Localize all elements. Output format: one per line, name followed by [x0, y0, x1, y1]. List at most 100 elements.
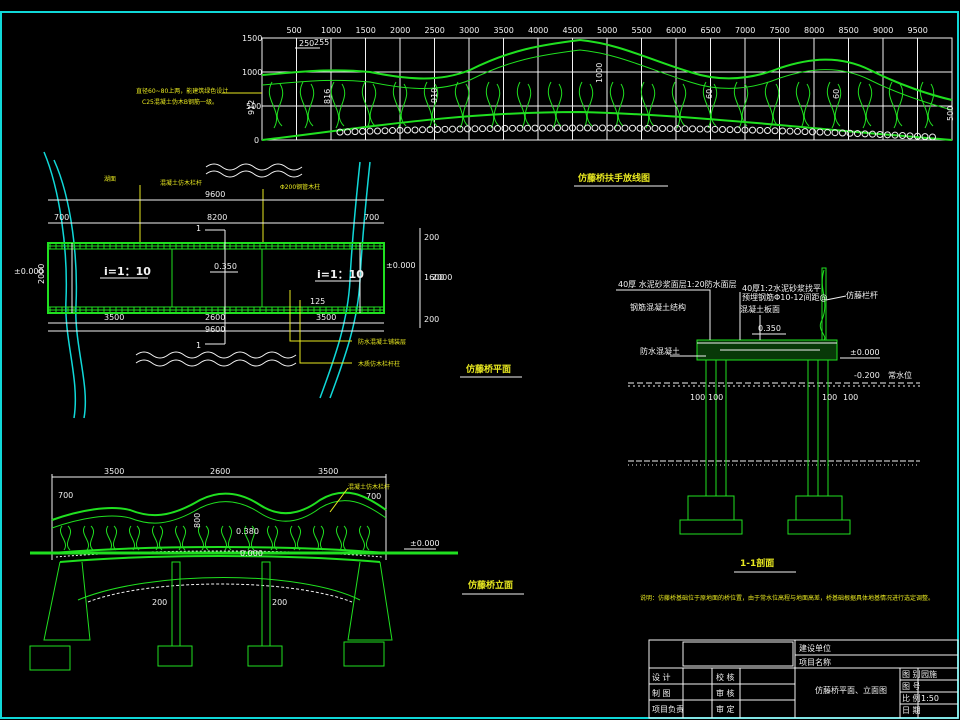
elev-arch-inner: [87, 583, 353, 603]
tb-value-scale: 1:50: [921, 694, 939, 703]
dim-9600-top: 9600: [205, 190, 225, 199]
section-dim-d: 100: [843, 393, 858, 402]
bead: [426, 126, 434, 134]
bead: [554, 124, 561, 132]
elev-vine: [60, 525, 72, 551]
bead: [516, 124, 524, 132]
elev-callout-leader: [329, 487, 349, 513]
plan-title: 仿藤桥平面: [466, 363, 511, 375]
callout-b-leader: [299, 300, 352, 364]
section-note-4: 钢筋混凝土结构: [630, 302, 686, 312]
bead: [389, 127, 396, 135]
bead: [876, 131, 884, 139]
section-footing-left: [687, 495, 735, 521]
footing-mid-left: [157, 645, 193, 667]
section-dim-c: 100: [822, 393, 837, 402]
bead: [539, 124, 546, 132]
pier-mid-right: [261, 561, 271, 647]
bead: [351, 128, 359, 136]
scale-label: 3500: [494, 26, 514, 35]
scale-label: 7000: [735, 26, 755, 35]
elev-dim-2600: 2600: [210, 467, 230, 476]
handrail-vine-loops: [268, 81, 935, 129]
tb-label-category: 图 别: [902, 670, 921, 679]
elev-dim-3500b: 3500: [318, 467, 338, 476]
vine-loop: [671, 81, 687, 129]
dim-125: 125: [310, 297, 325, 306]
elev-rail-mid: [51, 500, 387, 529]
elev-vine: [106, 525, 118, 551]
vine-loop: [268, 81, 284, 129]
scale-label: 6000: [666, 26, 686, 35]
elev-dim-200b: 200: [272, 598, 287, 607]
section-note-6: 防水混凝土: [640, 346, 680, 356]
bridge-deck-inner: [47, 248, 385, 308]
scale-label: 1000: [321, 26, 341, 35]
vine-loop: [795, 81, 811, 129]
vine-loop: [702, 81, 718, 129]
handrail-bead-row: [336, 124, 936, 141]
slope-left: i=1：10: [104, 265, 151, 278]
elev-vine: [313, 525, 325, 551]
dim-700-right: 700: [364, 213, 379, 222]
callout-b: 木质仿木栏杆柱: [358, 360, 400, 368]
vine-loop: [485, 81, 501, 129]
scale-label: 2500: [425, 26, 445, 35]
water-wave-top2: [205, 170, 303, 178]
elev-vine: [267, 525, 279, 551]
bead: [674, 125, 681, 133]
bead: [344, 128, 351, 136]
plan-dim-h200b: 200: [424, 315, 439, 324]
dim-60b: 60: [832, 89, 841, 99]
tb-row-lead: 项目负责: [652, 704, 684, 714]
bead: [809, 128, 816, 136]
tb-blank-box: [682, 641, 794, 667]
bead: [599, 124, 606, 132]
scale-label: 8000: [804, 26, 824, 35]
bead: [501, 124, 509, 132]
bead: [906, 132, 914, 140]
handrail-top-curve: [261, 38, 953, 101]
tb-label-scale: 比 例: [902, 693, 921, 703]
bead: [591, 124, 599, 132]
bead: [861, 130, 869, 138]
bead: [546, 124, 554, 132]
footing-right: [343, 641, 385, 667]
bead: [456, 125, 464, 133]
section-dim-a: 100: [690, 393, 705, 402]
elev-dim-700a: 700: [58, 491, 73, 500]
plan-view: 湖面 混凝土仿木栏杆 Φ200钢管木柱 9600 700 8200 700 i=…: [14, 151, 522, 419]
section-dim-b: 100: [708, 393, 723, 402]
y-label-500: 500: [246, 102, 261, 111]
bead: [756, 126, 764, 134]
bead: [411, 126, 419, 134]
plan-dim-h200a: 200: [424, 233, 439, 242]
section-title: 1-1剖面: [740, 557, 774, 569]
bead: [659, 124, 666, 132]
bead: [914, 132, 921, 140]
bead: [824, 128, 831, 136]
bead: [531, 124, 539, 132]
bead: [771, 127, 779, 135]
section-mark-top: 1: [196, 224, 201, 233]
scale-label: 6500: [701, 26, 721, 35]
tb-row-draw: 制 图: [652, 688, 671, 698]
bead: [569, 124, 576, 132]
footnote: 说明：仿藤桥基础位于原地面的桥位置，由于常水位高程与地面高差，桥基础根据具体地基…: [640, 594, 934, 602]
plan-elev-right: ±0.000: [386, 261, 416, 270]
bead: [419, 126, 426, 134]
vine-loop: [547, 81, 563, 129]
tb-label-number: 图 号: [902, 682, 921, 691]
tb-row-review: 审 核: [716, 688, 735, 698]
bead: [509, 124, 516, 132]
dim-2600: 2600: [205, 313, 225, 322]
section-note-2: 40厚1:2水泥砂浆找平: [742, 283, 821, 293]
vine-loop: [919, 81, 935, 129]
section-railing-vine: [819, 269, 826, 341]
bead: [921, 133, 929, 141]
vine-loop: [516, 81, 532, 129]
tb-row-check: 校 核: [716, 672, 735, 682]
bead: [381, 127, 389, 135]
elev-rail-top: [51, 491, 387, 521]
vine-loop: [454, 81, 470, 129]
